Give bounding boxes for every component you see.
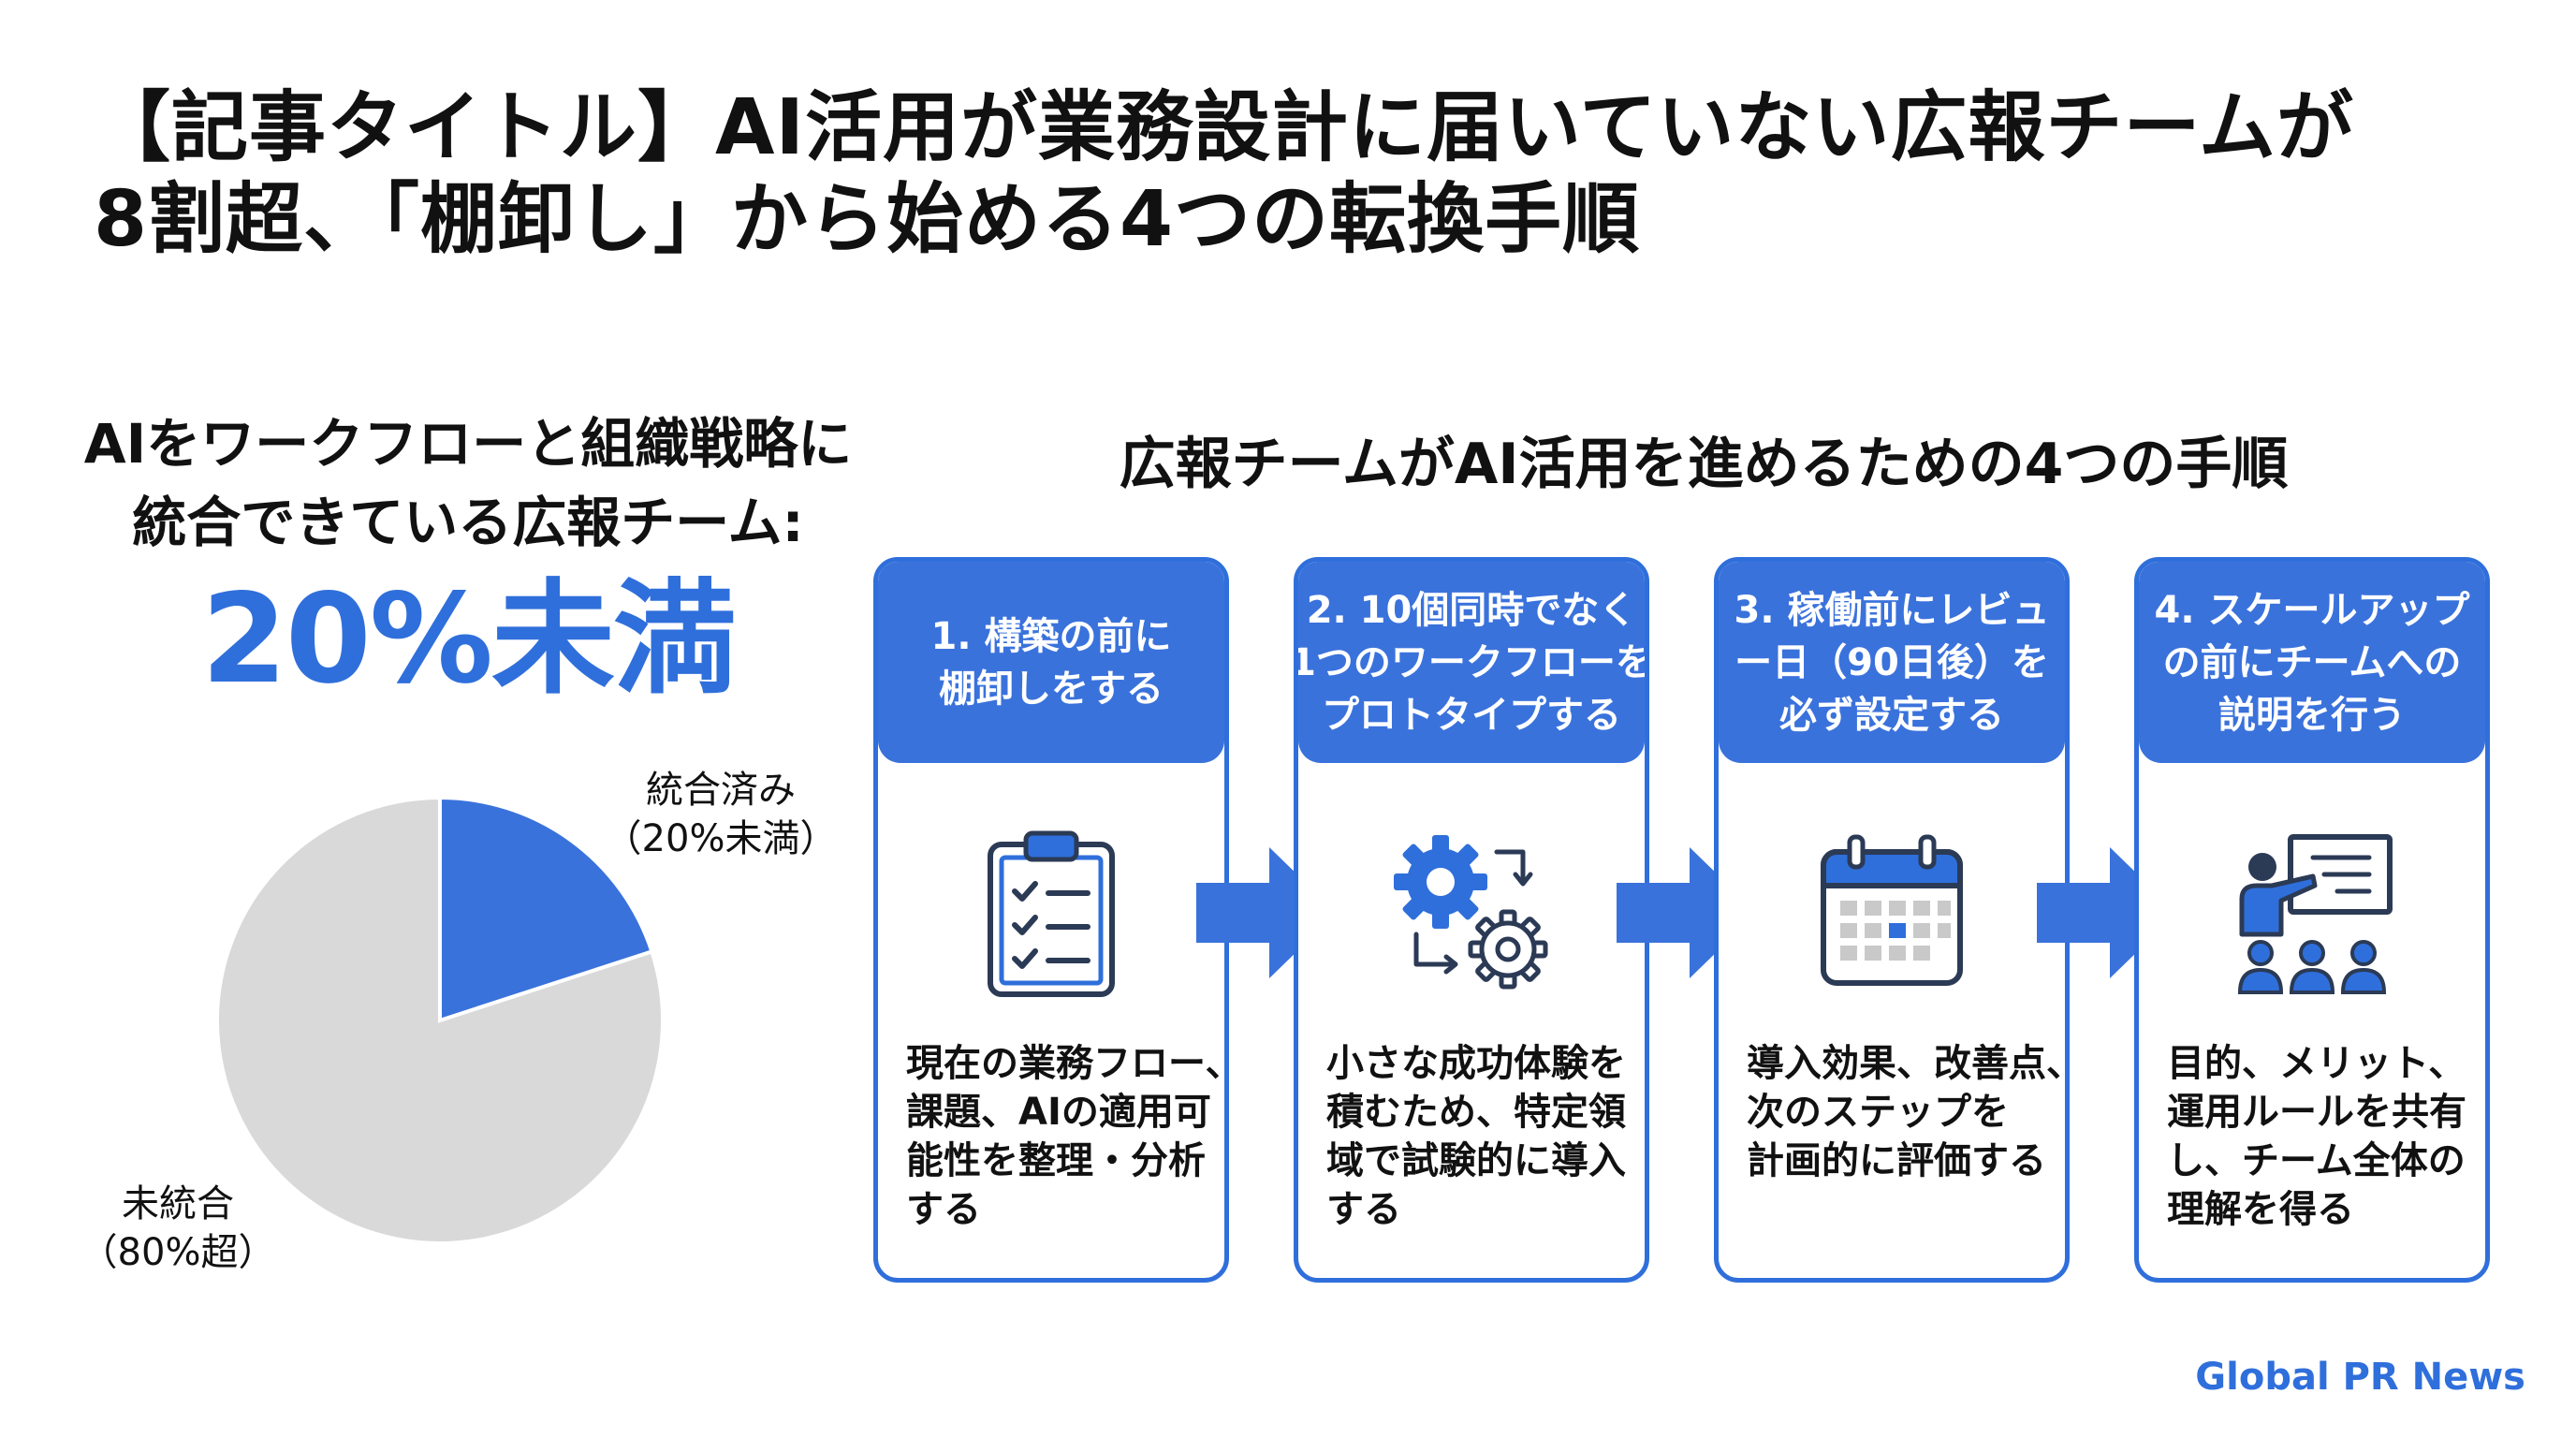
pie-slice-unintegrated <box>215 795 665 1245</box>
clipboard-checklist-icon <box>988 830 1115 997</box>
step-title-line: 1. 構築の前に <box>930 614 1172 658</box>
step-title: 4. スケールアップ の前にチームへの 説明を行う <box>2155 584 2470 741</box>
step-description-line: 計画的に評価する <box>1747 1139 2046 1182</box>
step-title-line: 3. 稼働前にレビュ <box>1734 588 2050 632</box>
stat-value: 20%未満 <box>201 567 737 712</box>
article-title-line-1: 【記事タイトル】AI活用が業務設計に届いていない広報チームが <box>94 83 2355 172</box>
step-card-3: 3. 稼働前にレビュ ー日（90日後）を 必ず設定する 導入効果、改善点、 次の… <box>1714 557 2070 1283</box>
step-description-line: 積むため、特定領 <box>1326 1091 1626 1134</box>
article-title: 【記事タイトル】AI活用が業務設計に届いていない広報チームが 8割超、「棚卸し」… <box>94 82 2490 266</box>
step-description: 目的、メリット、 運用ルールを共有 し、チーム全体の 理解を得る <box>2167 1039 2466 1234</box>
step-description-line: し、チーム全体の <box>2167 1139 2466 1182</box>
step-card-2: 2. 10個同時でなく 1つのワークフローを プロトタイプする <box>1294 557 1649 1283</box>
pie-chart <box>215 795 665 1245</box>
step-description-line: 現在の業務フロー、 <box>906 1042 1229 1085</box>
step-card-4: 4. スケールアップ の前にチームへの 説明を行う 目的、メリット、 運用ルール… <box>2134 557 2490 1283</box>
pie-label-unintegrated-value: （80%超） <box>80 1231 276 1274</box>
step-description-line: 目的、メリット、 <box>2167 1042 2466 1085</box>
presentation-icon <box>2237 834 2393 994</box>
stat-label-line-1: AIをワークフローと組織戦略に <box>83 412 853 476</box>
step-description-line: 能性を整理・分析 <box>906 1139 1206 1182</box>
step-card-header: 3. 稼働前にレビュ ー日（90日後）を 必ず設定する <box>1719 562 2065 763</box>
step-description-line: 導入効果、改善点、 <box>1747 1042 2070 1085</box>
step-title: 2. 10個同時でなく 1つのワークフローを プロトタイプする <box>1294 584 1649 741</box>
stat-label-line-2: 統合できている広報チーム: <box>132 491 804 554</box>
step-title-line: 必ず設定する <box>1778 693 2004 737</box>
step-card-1: 1. 構築の前に 棚卸しをする 現在の業務フロー、 課題、AIの適用可 能性を整… <box>873 557 1229 1283</box>
step-card-header: 1. 構築の前に 棚卸しをする <box>878 562 1224 763</box>
steps-heading: 広報チームがAI活用を進めるための4つの手順 <box>1119 432 2289 497</box>
step-title-line: 1つのワークフローを <box>1294 640 1649 684</box>
step-description-line: 理解を得る <box>2167 1188 2354 1231</box>
step-description-line: 小さな成功体験を <box>1326 1042 1626 1085</box>
step-title: 3. 稼働前にレビュ ー日（90日後）を 必ず設定する <box>1734 584 2050 741</box>
step-card-header: 2. 10個同時でなく 1つのワークフローを プロトタイプする <box>1298 562 1645 763</box>
step-title-line: 4. スケールアップ <box>2154 588 2470 632</box>
step-title-line: 2. 10個同時でなく <box>1306 588 1637 632</box>
step-description: 導入効果、改善点、 次のステップを 計画的に評価する <box>1747 1039 2070 1185</box>
gears-cycle-icon <box>1394 835 1548 990</box>
step-title-line: ー日（90日後）を <box>1734 640 2049 684</box>
step-description: 小さな成功体験を 積むため、特定領 域で試験的に導入 する <box>1326 1039 1626 1234</box>
step-title-line: プロトタイプする <box>1322 693 1621 737</box>
step-description-line: 域で試験的に導入 <box>1326 1139 1626 1182</box>
step-card-header: 4. スケールアップ の前にチームへの 説明を行う <box>2139 562 2485 763</box>
step-description-line: 次のステップを <box>1747 1091 2009 1134</box>
step-title-line: の前にチームへの <box>2162 640 2462 684</box>
article-title-line-2: 8割超、「棚卸し」から始める4つの転換手順 <box>94 175 1641 264</box>
pie-label-unintegrated: 未統合 （80%超） <box>75 1180 281 1277</box>
step-title-line: 棚卸しをする <box>938 667 1164 711</box>
step-description-line: する <box>906 1188 981 1231</box>
step-title-line: 説明を行う <box>2217 693 2406 737</box>
step-description: 現在の業務フロー、 課題、AIの適用可 能性を整理・分析 する <box>906 1039 1229 1234</box>
calendar-icon <box>1821 834 1963 986</box>
step-description-line: 運用ルールを共有 <box>2167 1091 2466 1134</box>
stat-label: AIをワークフローと組織戦略に 統合できている広報チーム: <box>37 404 899 562</box>
step-description-line: 課題、AIの適用可 <box>906 1091 1211 1134</box>
pie-label-integrated-name: 統合済み <box>646 769 796 812</box>
pie-slice-integrated <box>438 795 654 1023</box>
source-credit: Global PR News <box>2195 1356 2525 1399</box>
pie-label-integrated: 統合済み （20%未満） <box>599 766 842 863</box>
step-description-line: する <box>1326 1188 1401 1231</box>
pie-label-integrated-value: （20%未満） <box>604 817 838 860</box>
step-title: 1. 構築の前に 棚卸しをする <box>931 610 1172 715</box>
pie-label-unintegrated-name: 未統合 <box>122 1182 234 1225</box>
